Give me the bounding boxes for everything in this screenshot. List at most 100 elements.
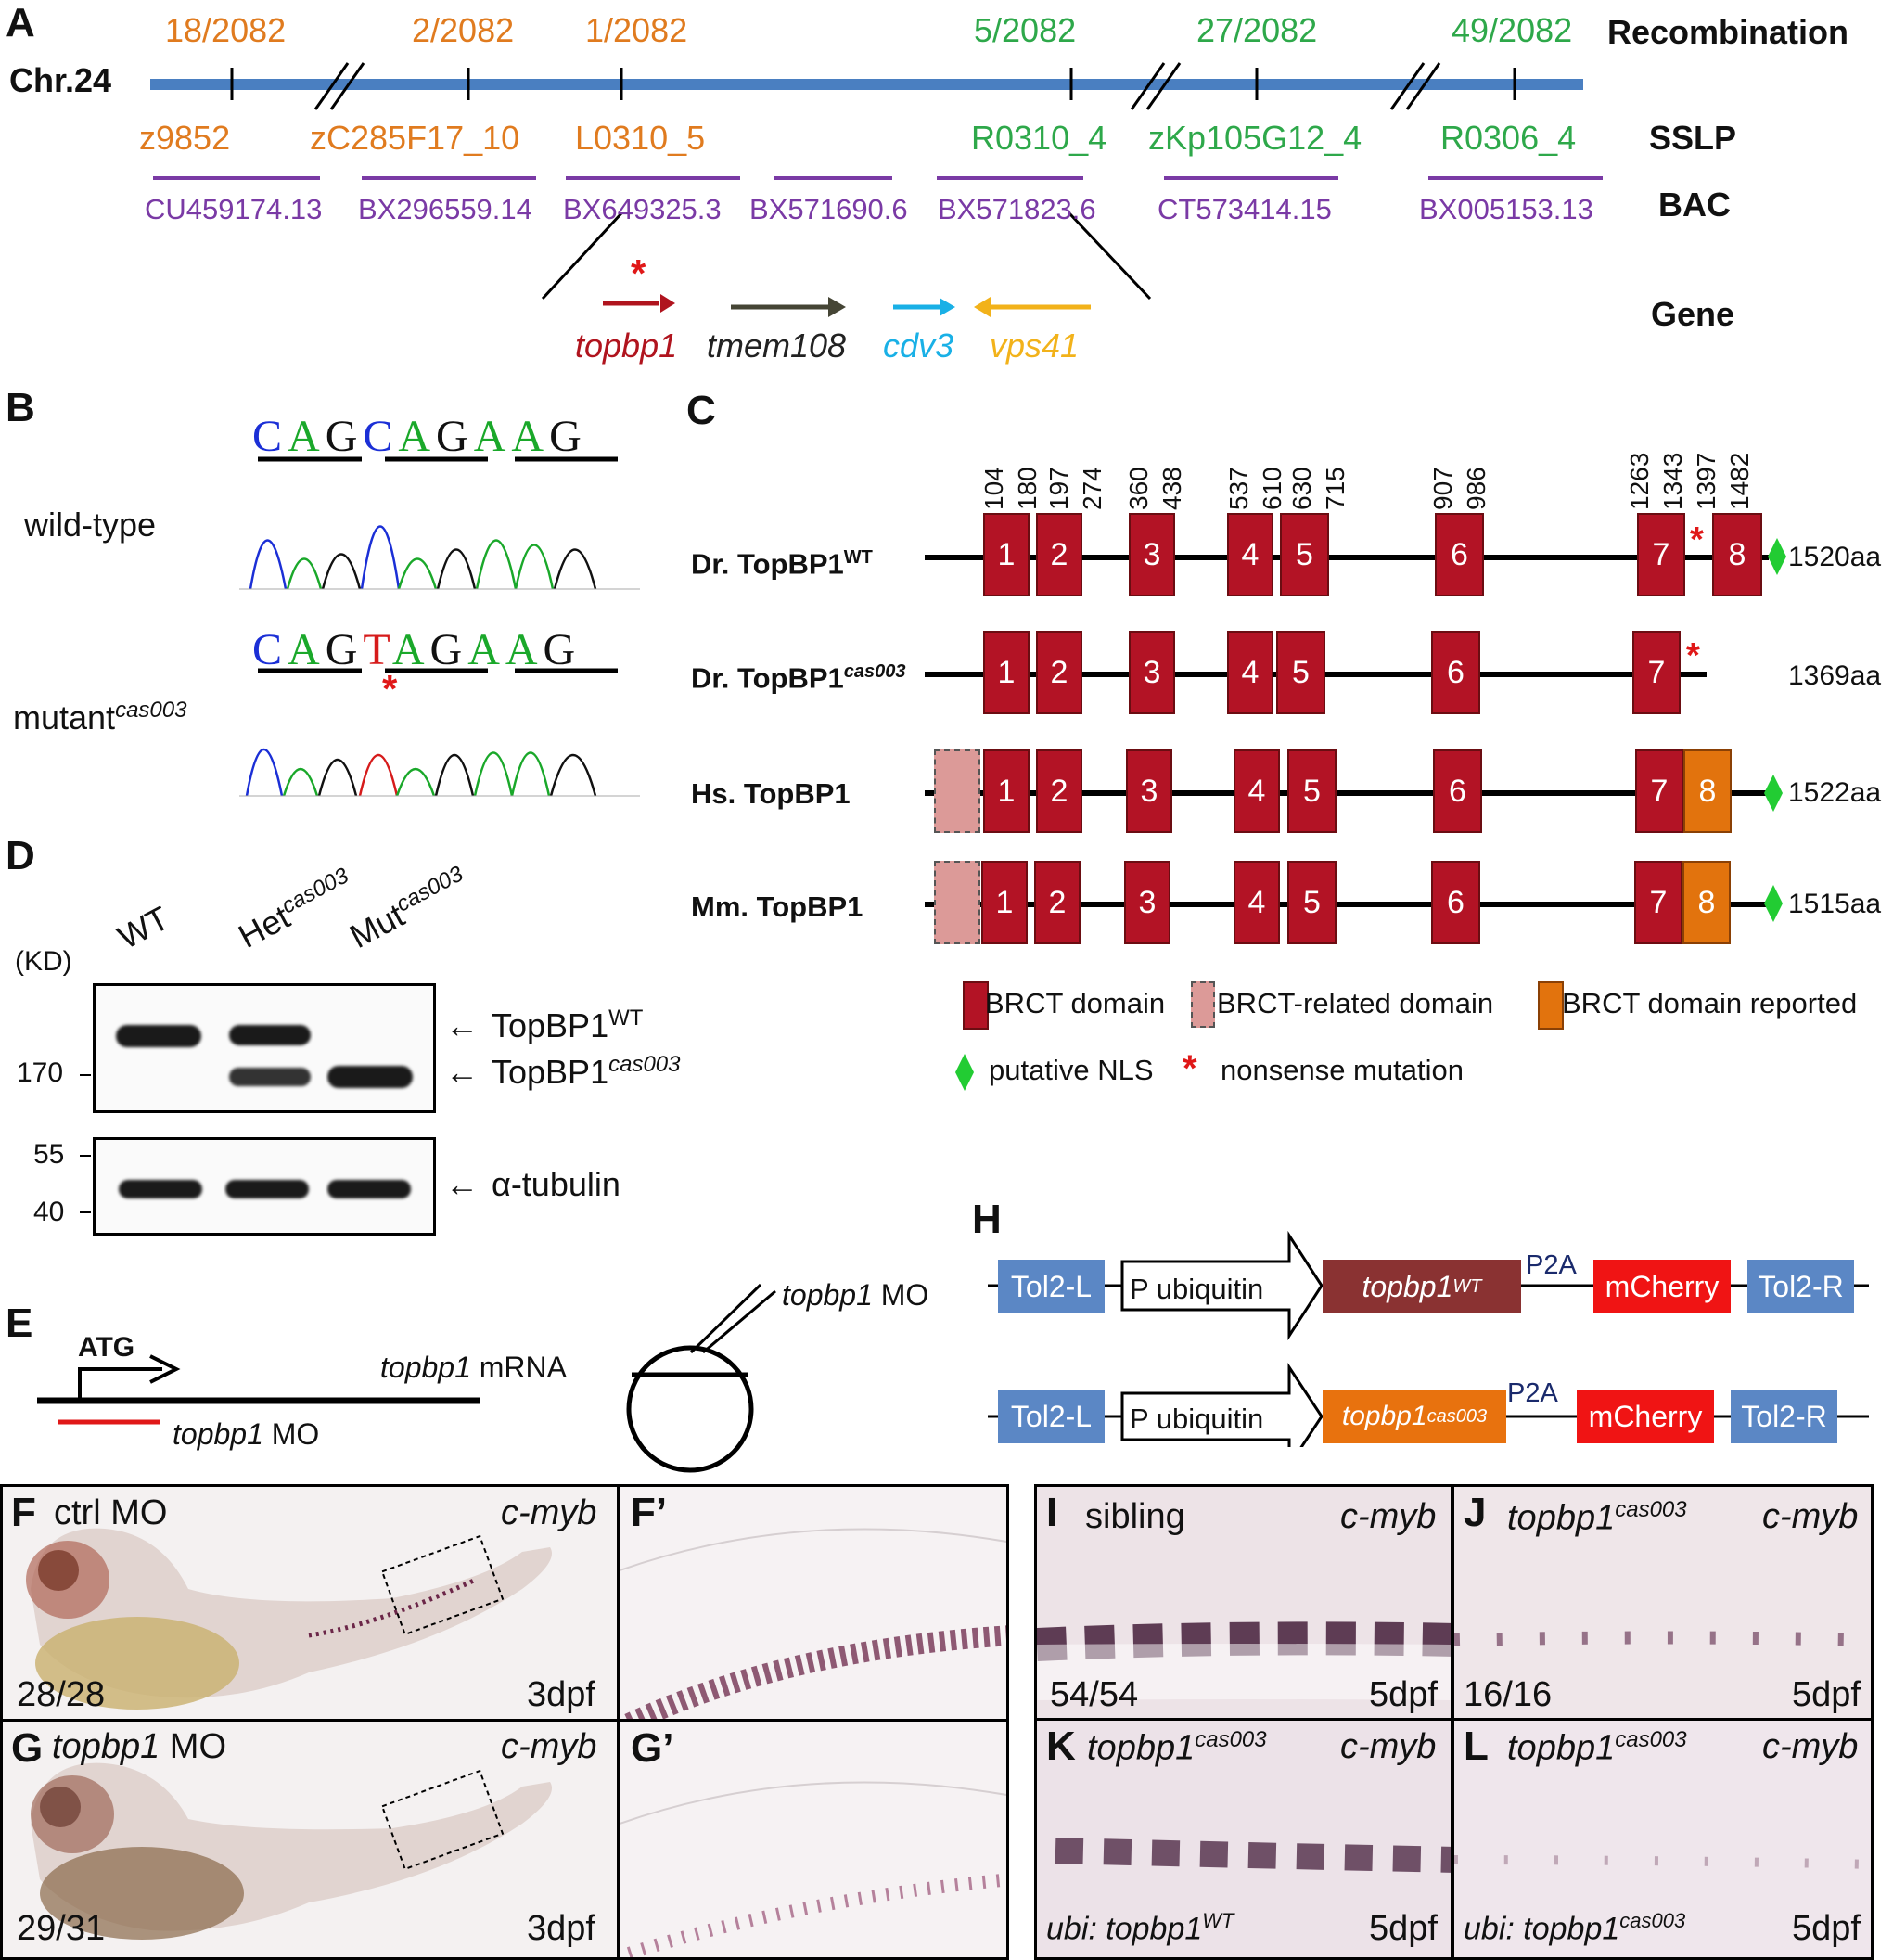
sequence-base: G [325,412,364,461]
panel-label-e: E [6,1300,33,1346]
protein-bar-hs [925,790,1769,796]
brct-domain: 5 [1280,513,1329,596]
brct-domain: 6 [1435,513,1484,596]
band-het-mut [229,1068,311,1086]
length-hs: 1522aa [1788,777,1882,808]
embryo-closeup [620,1781,1006,1957]
bac-3: BX649325.3 [563,193,722,225]
panel-label-l: L [1464,1723,1489,1769]
chromatogram [239,456,640,797]
recomb-6: 49/2082 [1452,11,1573,49]
photo-g-count: 29/31 [17,1909,106,1948]
photo-j-title: topbp1cas003 [1507,1497,1687,1538]
panel-label-i: I [1046,1490,1058,1535]
brct-domain: 2 [1036,749,1082,833]
sequence-base: A [288,412,326,461]
band-tubulin [225,1180,309,1198]
brct-domain: 6 [1431,631,1480,714]
photo-l-stage: 5dpf [1792,1909,1861,1948]
gene-topbp1: topbp1 [575,327,678,365]
domain-position-label: 1343 [1658,452,1687,510]
sslp-5: zKp105G12_4 [1148,119,1362,157]
brct-domain: 5 [1287,861,1337,944]
legend-brct-swatch [963,981,989,1030]
brct-domain: 8 [1712,513,1762,596]
brct-domain: 4 [1227,631,1273,714]
photo-g [0,1719,620,1960]
legend-related-swatch [1191,981,1215,1028]
row-title-recombination: Recombination [1607,13,1849,51]
photo-k-probe: c-myb [1340,1727,1437,1766]
recomb-4: 5/2082 [974,11,1077,49]
marker-55: 55 [33,1139,65,1170]
domain-position-label: 1482 [1725,452,1754,510]
sequence-base: C [363,412,399,461]
promoter-label: P ubiquitin [1130,1273,1264,1305]
row-title-gene: Gene [1651,295,1735,333]
sequence-base: G [325,625,364,674]
sslp-6: R0306_4 [1440,119,1577,157]
brct-domain: 1 [983,631,1030,714]
photo-f-title: ctrl MO [54,1493,168,1532]
row-title-sslp: SSLP [1649,119,1737,157]
photo-g-prime [617,1719,1009,1960]
domain-position-label: 907 [1428,467,1457,510]
photo-k-title: topbp1cas003 [1087,1727,1267,1768]
photo-i-title: sibling [1085,1497,1185,1536]
recomb-5: 27/2082 [1196,11,1318,49]
mutation-star-b: * [382,667,398,711]
brct-domain: 5 [1287,749,1337,833]
domain-position-label: 537 [1224,467,1253,510]
brct-domain: 6 [1431,861,1480,944]
photo-f-probe: c-myb [501,1493,597,1532]
sequence-base: G [436,412,474,461]
row-label-dr-mut: Dr. TopBP1cas003 [691,661,906,695]
brct-domain: 6 [1433,749,1482,833]
domain-position-label: 715 [1321,467,1349,510]
legend-reported-swatch [1538,981,1564,1030]
photo-j-count: 16/16 [1464,1675,1553,1714]
panel-label-c: C [686,388,716,433]
panel-label-k: K [1046,1723,1076,1769]
embryo-image [26,1528,552,1710]
bac-6: CT573414.15 [1158,193,1332,225]
legend-nonsense: nonsense mutation [1221,1054,1464,1086]
row-label-hs: Hs. TopBP1 [691,777,851,810]
panel-label-a: A [6,0,35,45]
promoter-label: P ubiquitin [1130,1403,1264,1435]
marker-tick [80,1211,91,1213]
sequence-base: G [429,625,468,674]
sequence-base: G [543,625,582,674]
mrna-label: topbp1 mRNA [380,1351,567,1384]
mcherry-box: mCherry [1577,1390,1714,1443]
brct-reported-domain: 8 [1683,749,1732,833]
row-label-dr-wt: Dr. TopBP1WT [691,547,873,581]
kd-unit: (KD) [15,946,72,977]
brct-reported-domain: 8 [1682,861,1731,944]
band-label-wt: ←TopBP1WT [445,1006,644,1044]
sslp-2: zC285F17_10 [310,119,520,157]
legend-star: * [1183,1048,1197,1089]
p2a-label: P2A [1507,1378,1558,1408]
embryo-image [31,1762,552,1940]
wildtype-sequence: CAGCAGAAG [252,411,587,462]
band-wt [116,1025,201,1047]
photo-l [1452,1718,1874,1960]
brct-related-domain [934,749,980,833]
legend-nls: putative NLS [989,1054,1154,1086]
band-label-mut: ←TopBP1cas003 [445,1052,681,1091]
row-title-bac: BAC [1658,186,1731,224]
bac-4: BX571690.6 [749,193,908,225]
band-mut [327,1066,413,1088]
tol2r-box: Tol2-R [1747,1260,1854,1313]
domain-position-label: 1397 [1692,452,1720,510]
tol2l-box: Tol2-L [998,1390,1105,1443]
recomb-1: 18/2082 [165,11,287,49]
mutant-label: mutantcas003 [13,698,187,737]
protein-bar-dr-wt [925,555,1769,560]
brct-domain: 7 [1634,861,1682,944]
sslp-4: R0310_4 [971,119,1107,157]
brct-domain: 2 [1036,631,1082,714]
lane-mut: Mutcas003 [343,861,467,956]
marker-tick [80,1155,91,1157]
